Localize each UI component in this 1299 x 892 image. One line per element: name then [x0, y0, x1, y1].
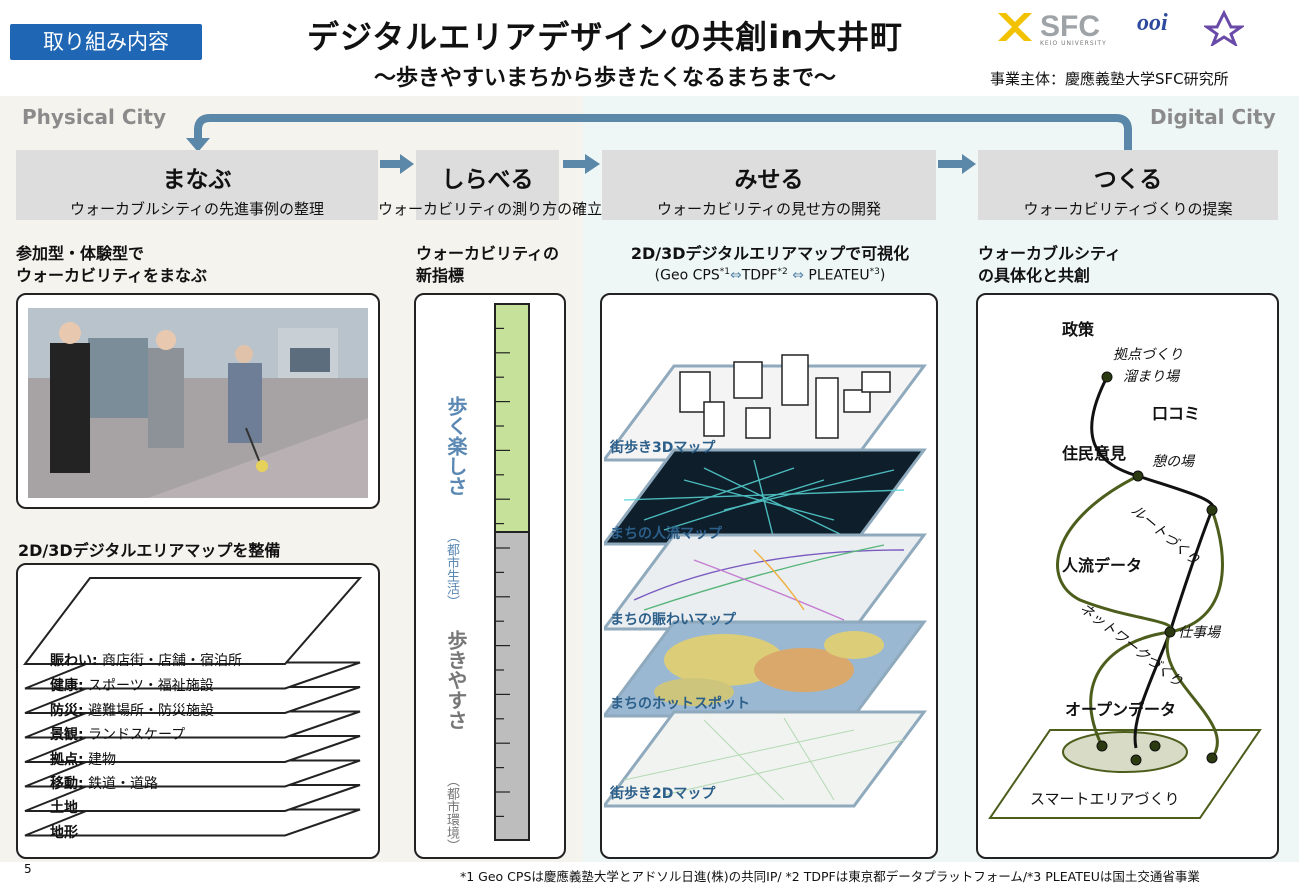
swap-arrow-icon: ⇔ [729, 267, 742, 284]
arrow-right-icon [585, 154, 600, 174]
stage-title: みせる [734, 167, 804, 193]
stage-manabu: まなぶ ウォーカブルシティの先進事例の整理 [16, 150, 378, 220]
node-resident: 住民意見 [1062, 444, 1127, 463]
node-smart: スマートエリアづくり [1030, 790, 1180, 808]
map-label: 街歩き3Dマップ [609, 439, 716, 456]
layer-label: 土地 [50, 800, 78, 816]
col4-heading: ウォーカブルシティ の具体化と共創 [978, 244, 1122, 285]
map-label: まちのホットスポット [610, 695, 750, 712]
col3-subheading: (Geo CPS*1⇔TDPF*2 ⇔ PLEATEU*3) [654, 267, 886, 284]
layer-stack [22, 577, 363, 837]
return-arrow-head-icon [186, 138, 210, 152]
layer-label: 移動: 鉄道・道路 [50, 776, 159, 792]
node-policy: 政策 [1062, 320, 1095, 339]
layers-title: 2D/3Dデジタルエリアマップを整備 [18, 541, 281, 560]
gauge-panel [414, 293, 566, 859]
gauge-upper [494, 303, 530, 533]
layer-label: 賑わい: 商店街・店舗・宿泊所 [50, 653, 243, 669]
layer-sheet [22, 577, 363, 665]
map-label: まちの賑わいマップ [610, 612, 737, 628]
cycle-arrows [186, 114, 1132, 174]
gauge-lower [494, 531, 530, 841]
stage-sub: ウォーカビリティの見せ方の開発 [656, 200, 882, 218]
node-dot-icon [1132, 470, 1144, 482]
gauge-upper-label: 歩く楽しさ （都市生活） [444, 396, 468, 608]
walkable-diagram [988, 371, 1262, 819]
map-label: まちの人流マップ [610, 525, 723, 542]
section-tag: 取り組み内容 [10, 24, 202, 60]
node-dot-icon [1130, 754, 1142, 766]
stage-title: しらべる [441, 167, 534, 193]
smart-area-ellipse [1062, 731, 1188, 773]
gauge-lower-label: 歩きやすさ （都市環境） [444, 630, 468, 852]
node-dot-icon [1206, 504, 1218, 516]
stage-sub: ウォーカブルシティの先進事例の整理 [69, 200, 325, 218]
col1-heading: 参加型・体験型で ウォーカビリティをまなぶ [16, 244, 208, 285]
physical-city-label: Physical City [22, 105, 166, 129]
stage-title: つくる [1093, 167, 1163, 193]
place-base2: 溜まり場 [1123, 369, 1179, 385]
sfc-x-logo-icon [998, 13, 1032, 41]
sfc-logo: SFC [1040, 10, 1100, 43]
page-title: デジタルエリアデザインの共創in大井町 [306, 18, 904, 56]
node-dot-icon [1164, 626, 1176, 638]
arrow-right-icon [962, 154, 976, 174]
layer-label: 拠点: 建物 [50, 752, 117, 768]
stage-miseru: みせる ウォーカビリティの見せ方の開発 [602, 150, 936, 220]
col3-heading: 2D/3Dデジタルエリアマップで可視化 [630, 244, 910, 263]
place-work: 仕事場 [1178, 625, 1220, 641]
sfc-logo-sub: KEIO UNIVERSITY [1040, 40, 1107, 47]
street-survey-photo [28, 308, 368, 498]
layer-label: 防災: 避難場所・防災施設 [50, 703, 215, 719]
arrow-right-icon [400, 154, 414, 174]
stage-sub: ウォーカビリティづくりの提案 [1023, 200, 1233, 218]
node-dot-icon [1096, 740, 1108, 752]
page-subtitle: 〜歩きやすいまちから歩きたくなるまちまで〜 [373, 66, 836, 91]
node-dot-icon [1206, 752, 1218, 764]
stage-tsukuru: つくる ウォーカビリティづくりの提案 [978, 150, 1278, 220]
node-open: オープンデータ [1065, 700, 1177, 719]
stage-shiraberu: しらべる ウォーカビリティの測り方の確立 [378, 150, 602, 220]
sponsor-text: 事業主体：慶應義塾大学SFC研究所 [990, 70, 1229, 88]
place-ikoi: 憩の場 [1152, 454, 1194, 470]
digital-city-label: Digital City [1150, 105, 1276, 129]
layer-label: 景観: ランドスケープ [50, 727, 186, 743]
col2-heading: ウォーカビリティの 新指標 [416, 244, 560, 285]
swap-arrow-icon: ⇔ [792, 267, 804, 284]
node-flow: 人流データ [1062, 556, 1143, 575]
layer-label: 地形 [50, 825, 78, 841]
map-label: 街歩き2Dマップ [609, 785, 716, 802]
place-base1: 拠点づくり [1113, 347, 1183, 363]
node-dot-icon [1101, 371, 1113, 383]
stage-sub: ウォーカビリティの測り方の確立 [378, 200, 603, 218]
layer-label: 健康: スポーツ・福祉施設 [50, 678, 214, 694]
stage-title: まなぶ [162, 167, 232, 193]
map-layers-stack: 街歩き3Dマップ まちの人流マップ まちの賑わいマップ まちのホットスポット 街… [604, 354, 927, 808]
map-2d-layer [604, 710, 927, 808]
page-number: 5 [24, 862, 32, 876]
smart-area-plane [988, 729, 1262, 819]
shinagawa-crest-icon [1204, 10, 1244, 46]
ooi-logo: ooi [1137, 10, 1168, 36]
walkability-gauge [494, 303, 530, 841]
footnote: *1 Geo CPSは慶應義塾大学とアドソル日進(株)の共同IP/ *2 TDP… [460, 869, 1200, 884]
node-dot-icon [1149, 740, 1161, 752]
network-path [1056, 474, 1219, 759]
node-kuchikomi: 口コミ [1152, 404, 1201, 423]
